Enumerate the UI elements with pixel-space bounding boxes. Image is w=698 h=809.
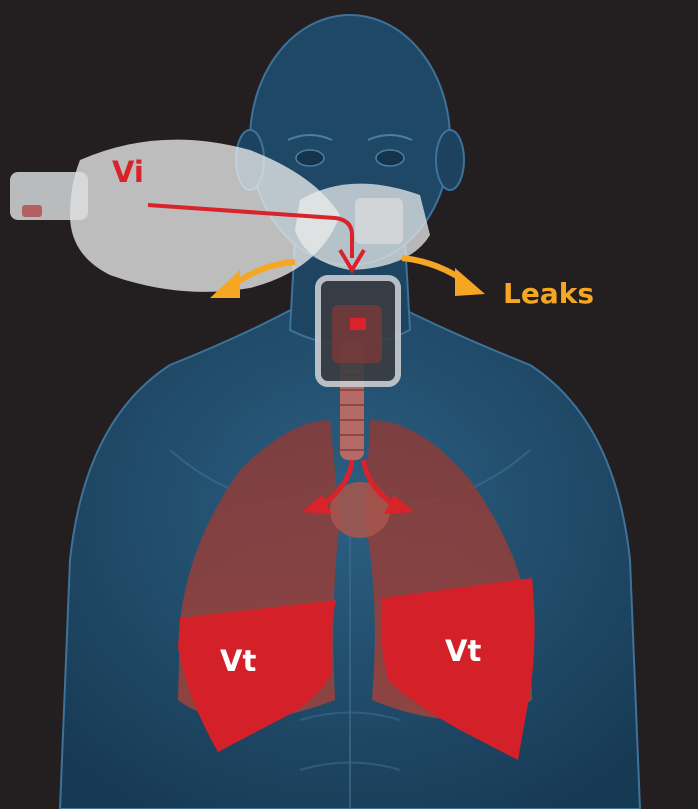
bag-valve [10, 172, 88, 220]
right-ear [436, 130, 464, 190]
left-eye [296, 150, 324, 166]
bag-valve-tip [22, 205, 42, 217]
leaks-label: Leaks [503, 277, 594, 310]
airway-device-inner [332, 305, 382, 363]
airway-device-marker [350, 318, 366, 330]
leak-arrowhead-right [455, 268, 485, 296]
right-eye [376, 150, 404, 166]
vt-left-label: Vt [220, 644, 256, 678]
vi-label: Vi [112, 155, 144, 189]
vt-right-label: Vt [445, 634, 481, 668]
mask-connector [355, 198, 403, 244]
